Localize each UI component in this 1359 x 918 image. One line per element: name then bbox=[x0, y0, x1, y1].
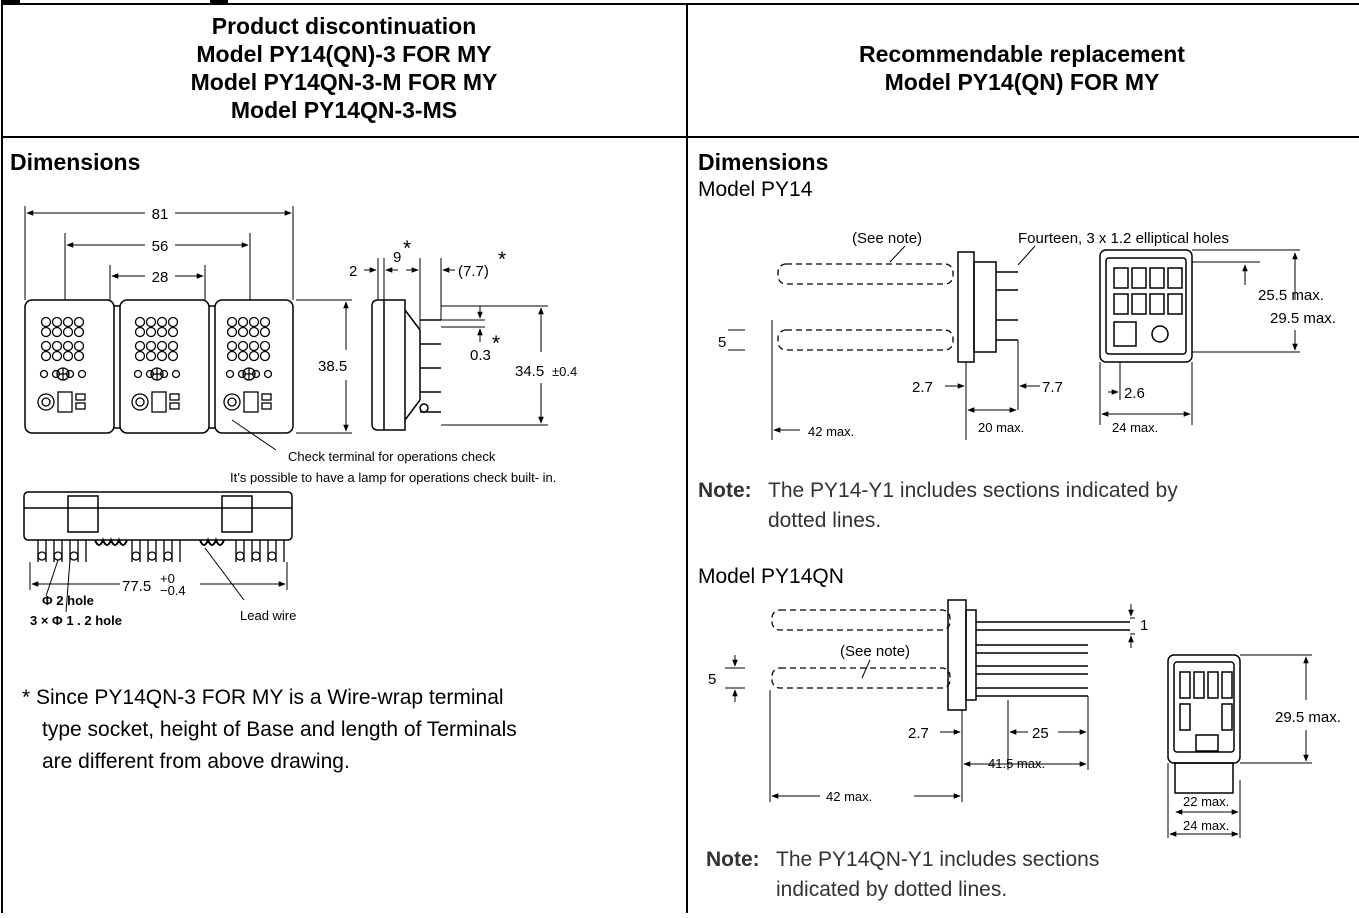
dim-0-3: 0.3 bbox=[470, 347, 491, 364]
left-front-view: 81 56 28 38.5 bbox=[24, 206, 352, 434]
py14-drawing: (See note) Fourteen, 3 x 1.2 elliptical … bbox=[718, 230, 1336, 440]
py14-note-label: Note: bbox=[698, 479, 752, 502]
py14qn-see-note: (See note) bbox=[840, 643, 910, 660]
left-callouts: Check terminal for operations check It’s… bbox=[230, 419, 556, 485]
py14qn-dim-5: 5 bbox=[708, 671, 716, 688]
right-section-title: Dimensions bbox=[698, 149, 828, 175]
callout-lead-wire: Lead wire bbox=[240, 608, 296, 623]
dim-56: 56 bbox=[152, 238, 169, 255]
py14-holes-label: Fourteen, 3 x 1.2 elliptical holes bbox=[1018, 230, 1229, 247]
py14qn-dim-24: 24 max. bbox=[1183, 818, 1229, 833]
py14-dim-25-5: 25.5 max. bbox=[1258, 287, 1324, 304]
dim-2: 2 bbox=[349, 263, 357, 280]
py14-dim-20: 20 max. bbox=[978, 420, 1024, 435]
py14qn-dim-22: 22 max. bbox=[1183, 794, 1229, 809]
py14qn-note: Note: The PY14QN-Y1 includes sections in… bbox=[706, 848, 1099, 901]
dim-9-star: * bbox=[403, 237, 411, 260]
footnote-line-2: type socket, height of Base and length o… bbox=[42, 718, 517, 741]
py14-note: Note: The PY14-Y1 includes sections indi… bbox=[698, 479, 1178, 532]
left-footnote: * Since PY14QN-3 FOR MY is a Wire-wrap t… bbox=[22, 686, 517, 773]
py14-dim-42: 42 max. bbox=[808, 424, 854, 439]
header-right: Recommendable replacement Model PY14(QN)… bbox=[859, 41, 1185, 95]
py14qn-note-line-2: indicated by dotted lines. bbox=[776, 878, 1007, 901]
py14qn-dim-25: 25 bbox=[1032, 725, 1049, 742]
dim-9: 9 bbox=[393, 249, 401, 266]
py14qn-note-label: Note: bbox=[706, 848, 760, 871]
header-right-line-2: Model PY14(QN) FOR MY bbox=[885, 69, 1160, 95]
dim-34-5: 34.5 bbox=[515, 363, 544, 380]
callout-hole-2: Φ 2 hole bbox=[42, 593, 94, 608]
header-left-line-3: Model PY14QN-3-M FOR MY bbox=[191, 69, 498, 95]
left-section-title: Dimensions bbox=[10, 149, 140, 175]
footnote-line-3: are different from above drawing. bbox=[42, 750, 350, 773]
py14-dim-7-7: 7.7 bbox=[1042, 379, 1063, 396]
py14-dim-24: 24 max. bbox=[1112, 420, 1158, 435]
header-right-line-1: Recommendable replacement bbox=[859, 41, 1185, 67]
py14qn-dim-2-7: 2.7 bbox=[908, 725, 929, 742]
py14qn-drawing: (See note) bbox=[708, 599, 1341, 838]
footnote-line-1: * Since PY14QN-3 FOR MY is a Wire-wrap t… bbox=[22, 686, 504, 709]
dim-0-3-star: * bbox=[492, 332, 500, 355]
py14qn-dim-41-5: 41.5 max. bbox=[988, 756, 1045, 771]
py14qn-dim-42: 42 max. bbox=[826, 789, 872, 804]
header-left-line-4: Model PY14QN-3-MS bbox=[231, 97, 457, 123]
dim-7-7-star: * bbox=[498, 248, 506, 271]
callout-hole-1-2: 3 × Φ 1 . 2 hole bbox=[30, 613, 122, 628]
callout-check-terminal: Check terminal for operations check bbox=[288, 449, 496, 464]
dim-77-5-tolerance-plus: +0 bbox=[160, 571, 175, 586]
py14-note-line-2: dotted lines. bbox=[768, 509, 881, 532]
dim-34-5-tolerance: ±0.4 bbox=[552, 364, 577, 379]
dim-81: 81 bbox=[152, 206, 169, 223]
py14qn-dim-29-5: 29.5 max. bbox=[1275, 709, 1341, 726]
dim-77-5-tolerance-minus: −0.4 bbox=[160, 583, 186, 598]
py14-see-note: (See note) bbox=[852, 230, 922, 247]
header-left-line-2: Model PY14(QN)-3 FOR MY bbox=[196, 41, 491, 67]
py14-dim-2-7: 2.7 bbox=[912, 379, 933, 396]
py14qn-note-line-1: The PY14QN-Y1 includes sections bbox=[776, 848, 1099, 871]
py14-dim-29-5: 29.5 max. bbox=[1270, 310, 1336, 327]
dim-28: 28 bbox=[152, 269, 169, 286]
py14qn-dim-1: 1 bbox=[1140, 617, 1148, 634]
table-frame bbox=[1, 3, 1359, 913]
dim-77-5: 77.5 bbox=[122, 578, 151, 595]
dim-38-5: 38.5 bbox=[318, 358, 347, 375]
model-py14qn-title: Model PY14QN bbox=[698, 565, 844, 588]
dim-7-7: (7.7) bbox=[458, 263, 489, 280]
callout-lamp-note: It’s possible to have a lamp for operati… bbox=[230, 470, 556, 485]
model-py14-title: Model PY14 bbox=[698, 178, 813, 201]
left-side-view: 2 9 * (7.7) * 0.3 * 34.5 ±0.4 bbox=[349, 237, 577, 431]
py14-note-line-1: The PY14-Y1 includes sections indicated … bbox=[768, 479, 1178, 502]
py14-dim-2-6: 2.6 bbox=[1124, 385, 1145, 402]
header-left-line-1: Product discontinuation bbox=[212, 13, 477, 39]
header-left: Product discontinuation Model PY14(QN)-3… bbox=[191, 13, 498, 123]
py14-dim-5: 5 bbox=[718, 334, 726, 351]
left-bottom-view: 77.5 +0 −0.4 Φ 2 hole 3 × Φ 1 . 2 hole L… bbox=[23, 491, 296, 628]
